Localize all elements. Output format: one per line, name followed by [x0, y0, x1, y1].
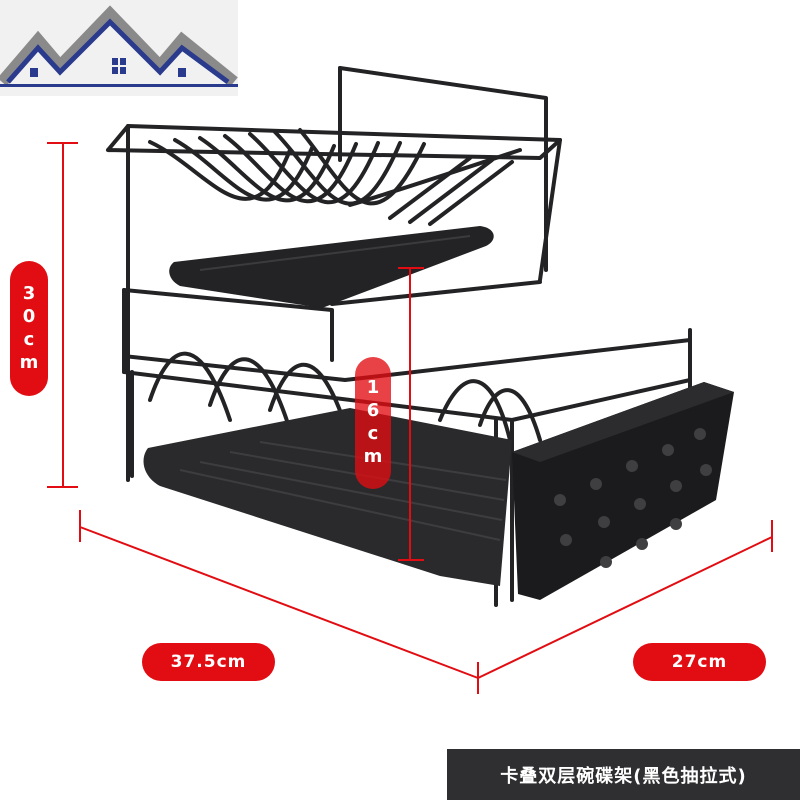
depth-label: 27cm	[633, 643, 766, 681]
width-label: 37.5cm	[142, 643, 275, 681]
height-lower-label: 16cm	[355, 357, 391, 489]
height-total-label: 30cm	[10, 261, 48, 396]
house-rooftops-logo-icon	[0, 0, 238, 96]
product-caption: 卡叠双层碗碟架(黑色抽拉式)	[447, 749, 800, 800]
